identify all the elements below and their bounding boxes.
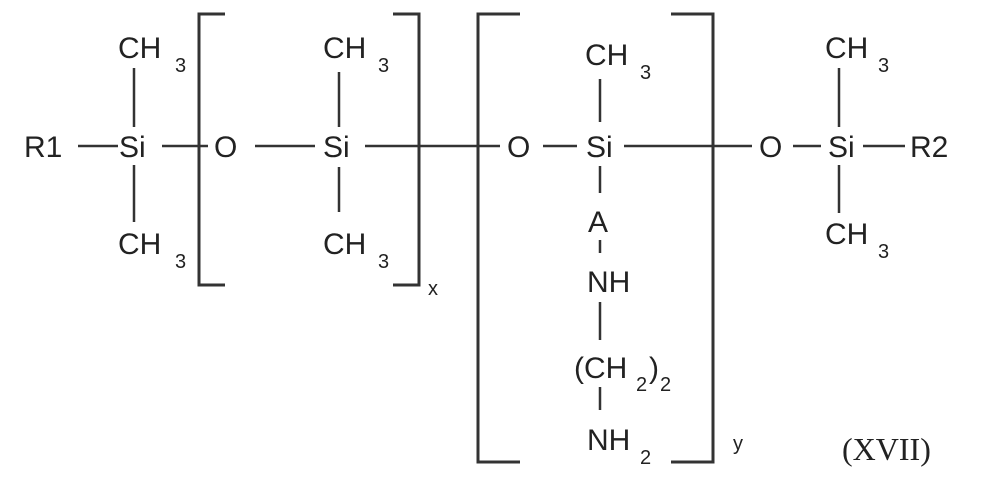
atom-si-1: Si — [119, 131, 146, 164]
vertical-bonds — [132, 68, 841, 410]
methyl-si4-bottom: CH — [825, 218, 868, 251]
methyl-si3-top: CH — [585, 39, 628, 72]
methyl-si4-bottom-sub: 3 — [878, 241, 889, 263]
end-group-r2: R2 — [910, 131, 948, 164]
repeat-subscript-x: x — [428, 278, 438, 300]
amine-nh: NH — [587, 266, 630, 299]
terminal-amine: NH — [587, 424, 630, 457]
methyl-si1-bottom-sub: 3 — [175, 251, 186, 273]
terminal-amine-sub: 2 — [640, 447, 651, 469]
methyl-si4-top: CH — [825, 32, 868, 65]
atom-si-2: Si — [323, 131, 350, 164]
methyl-si1-top-sub: 3 — [175, 55, 186, 77]
methylene-sub: 2 — [636, 374, 647, 396]
methylene-close-paren: ) — [649, 352, 659, 385]
formula-number-label: (XVII) — [842, 431, 931, 467]
methyl-si1-bottom: CH — [118, 228, 161, 261]
methyl-si2-top-sub: 3 — [378, 55, 389, 77]
methyl-si2-bottom: CH — [323, 228, 366, 261]
methylene-count: 2 — [660, 374, 671, 396]
atom-o-3: O — [759, 131, 782, 164]
methyl-si3-top-sub: 3 — [640, 62, 651, 84]
atom-si-3: Si — [586, 131, 613, 164]
repeat-subscript-y: y — [733, 433, 743, 455]
methyl-si4-top-sub: 3 — [878, 55, 889, 77]
atom-o-1: O — [214, 131, 237, 164]
linker-a: A — [588, 206, 608, 239]
atom-o-2: O — [507, 131, 530, 164]
repeat-bracket-x — [197, 12, 421, 287]
methyl-si2-top: CH — [323, 32, 366, 65]
methyl-si1-top: CH — [118, 32, 161, 65]
end-group-r1: R1 — [24, 131, 62, 164]
methylene-group: (CH — [574, 352, 627, 385]
methyl-si2-bottom-sub: 3 — [378, 251, 389, 273]
atom-si-4: Si — [828, 131, 855, 164]
repeat-bracket-y — [476, 12, 715, 464]
